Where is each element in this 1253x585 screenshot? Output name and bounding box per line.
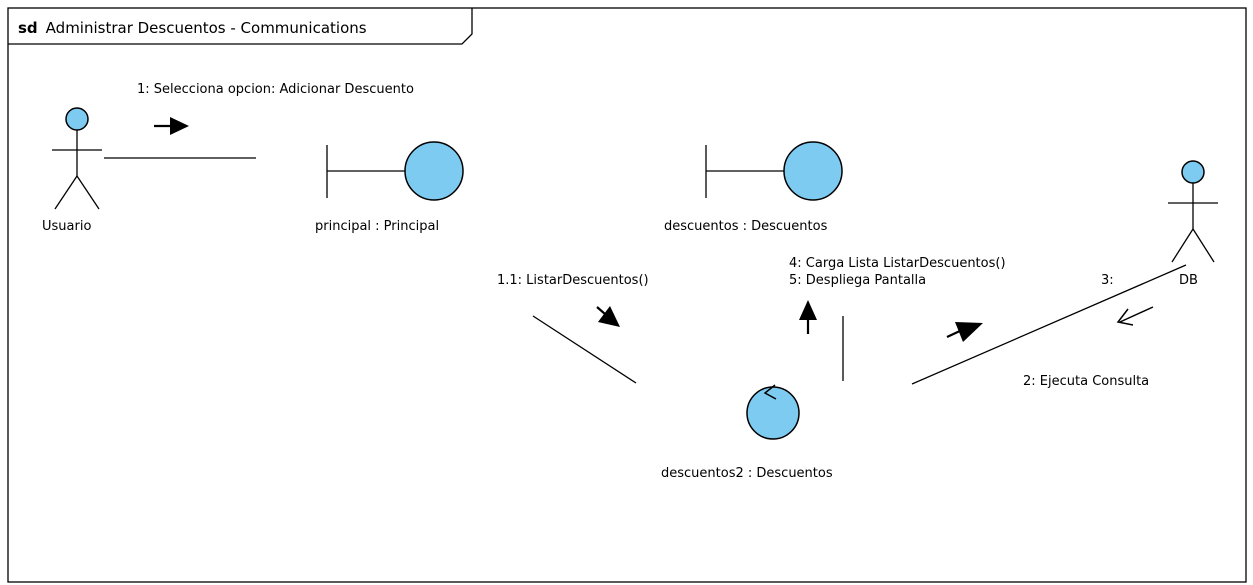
message-3-arrow-icon: [946, 322, 983, 342]
message-2-arrow-icon: [1116, 306, 1154, 326]
boundary-principal-circle: [404, 141, 464, 201]
link-descuentos2-db[interactable]: [911, 264, 1187, 385]
frame-keyword: sd: [18, 19, 38, 37]
message-4-label: 4: Carga Lista ListarDescuentos(): [789, 256, 1006, 271]
control-descuentos2-circle: [746, 386, 800, 440]
message-1-arrow-icon: [154, 117, 189, 135]
message-1-1-arrow-icon: [596, 306, 620, 327]
link-principal-descuentos2[interactable]: [532, 315, 637, 384]
boundary-principal-label: principal : Principal: [315, 219, 439, 234]
diagram-frame: [7, 7, 1247, 583]
boundary-descuentos-label: descuentos : Descuentos: [664, 219, 828, 234]
actor-db[interactable]: [1168, 160, 1218, 263]
control-descuentos2[interactable]: [746, 384, 800, 440]
boundary-descuentos[interactable]: [705, 141, 843, 201]
actor-db-leg-right: [1192, 228, 1215, 263]
frame-title: sd Administrar Descuentos - Communication…: [18, 19, 367, 37]
actor-usuario-label: Usuario: [42, 219, 91, 234]
actor-db-label: DB: [1179, 273, 1198, 288]
frame-title-tab: [8, 8, 473, 45]
actor-usuario-head: [65, 107, 89, 131]
message-4-5-arrow-icon: [799, 300, 817, 334]
boundary-principal[interactable]: [326, 141, 464, 201]
actor-usuario-leg-left: [54, 175, 78, 210]
frame-title-text: Administrar Descuentos - Communications: [46, 19, 367, 37]
control-descuentos2-label: descuentos2 : Descuentos: [661, 466, 833, 481]
actor-usuario-leg-right: [76, 175, 100, 210]
actor-db-leg-left: [1171, 228, 1194, 263]
message-3-label: 3:: [1101, 273, 1114, 288]
message-5-label: 5: Despliega Pantalla: [789, 273, 926, 288]
actor-db-head: [1181, 160, 1205, 184]
message-2-label: 2: Ejecuta Consulta: [1023, 374, 1149, 389]
control-loop-arrow-icon: [763, 384, 777, 400]
message-1-1-label: 1.1: ListarDescuentos(): [497, 273, 649, 288]
message-1-label: 1: Selecciona opcion: Adicionar Descuent…: [137, 82, 414, 97]
boundary-descuentos-circle: [783, 141, 843, 201]
actor-usuario[interactable]: [52, 107, 102, 210]
